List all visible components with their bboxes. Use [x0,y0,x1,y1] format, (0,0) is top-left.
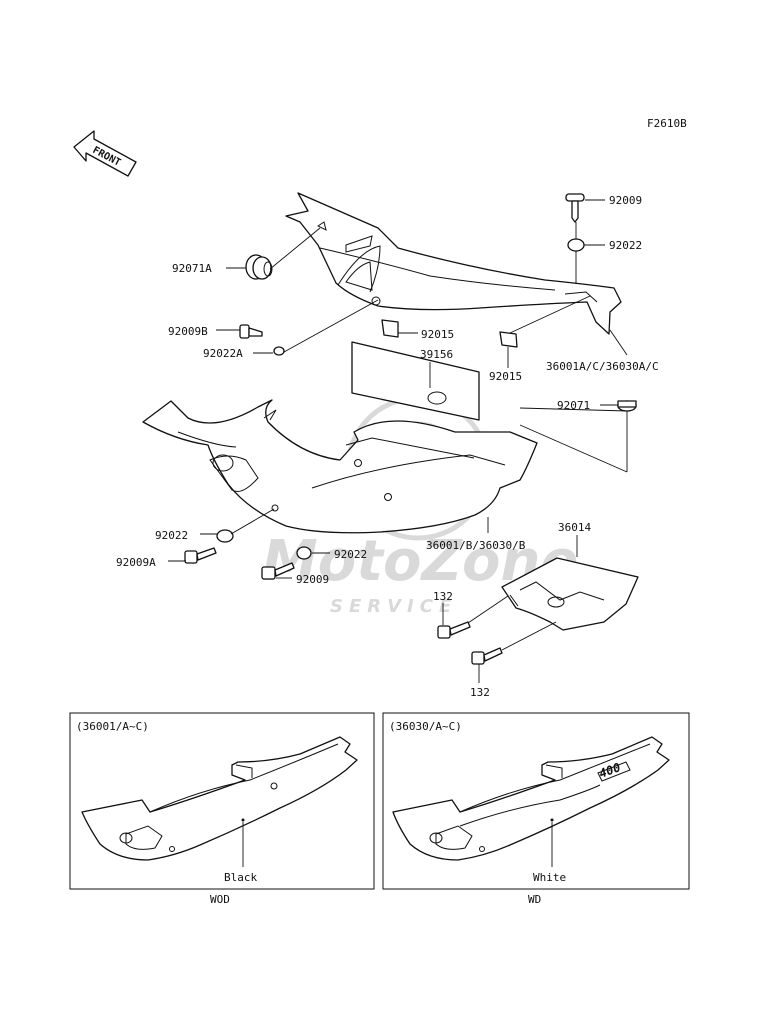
bolt-132-top-icon [437,621,471,639]
upper-side-cover [285,192,622,335]
screw-92009-top-icon [565,193,585,223]
grommet-92071A-icon [245,254,273,280]
variant-2-color: White [533,871,566,884]
variant-2-title: (36030/A~C) [389,720,462,733]
callout-92022-left: 92022 [155,529,188,542]
nut-92015-a-icon [381,319,399,338]
callout-132-bottom: 132 [470,686,490,699]
grommet-92071-icon [617,400,637,412]
washer-92022A-icon [273,346,285,356]
variant-1-model: WOD [210,893,230,906]
variant-box-2: (36030/A~C) 400 White [382,712,690,890]
callout-36001B: 36001/B/36030/B [426,539,526,552]
callout-92022-mid: 92022 [334,548,367,561]
bolt-92009B-icon [239,324,263,339]
diagram-code: F2610B [647,117,687,130]
callout-92022A: 92022A [203,347,243,360]
washer-92022-left-icon [216,529,234,543]
callout-92022: 92022 [609,239,642,252]
bracket-36014 [501,557,639,631]
callout-92009: 92009 [609,194,642,207]
bolt-92009A-icon [184,547,217,564]
variant-box-1: (36001/A~C) Black [69,712,375,890]
watermark: MotoZone SERVICE [262,395,578,617]
washer-92022-top-icon [567,238,585,252]
watermark-sub: SERVICE [330,596,457,617]
bolt-132-bottom-icon [471,647,503,665]
variant-2-model: WD [528,893,541,906]
lower-side-cover [142,399,538,534]
callout-92009B: 92009B [168,325,208,338]
callout-36001AC: 36001A/C/36030A/C [546,360,659,373]
emblem-badge [597,761,631,782]
callout-92071A: 92071A [172,262,212,275]
callout-92009A: 92009A [116,556,156,569]
nut-92015-b-icon [499,331,518,348]
callout-39156: 39156 [420,348,453,361]
callout-92015-b: 92015 [489,370,522,383]
callout-92071: 92071 [557,399,590,412]
callout-92009-mid: 92009 [296,573,329,586]
variant-1-color: Black [224,871,257,884]
bolt-92009-mid-icon [261,562,295,580]
washer-92022-mid-icon [296,546,312,560]
callout-132-top: 132 [433,590,453,603]
front-arrow-icon: FRONT [73,130,137,177]
variant-1-title: (36001/A~C) [76,720,149,733]
emblem-text: 400 [597,760,622,781]
callout-36014: 36014 [558,521,591,534]
plate-39156 [351,341,480,421]
leader-lines [168,199,628,683]
callout-92015-a: 92015 [421,328,454,341]
